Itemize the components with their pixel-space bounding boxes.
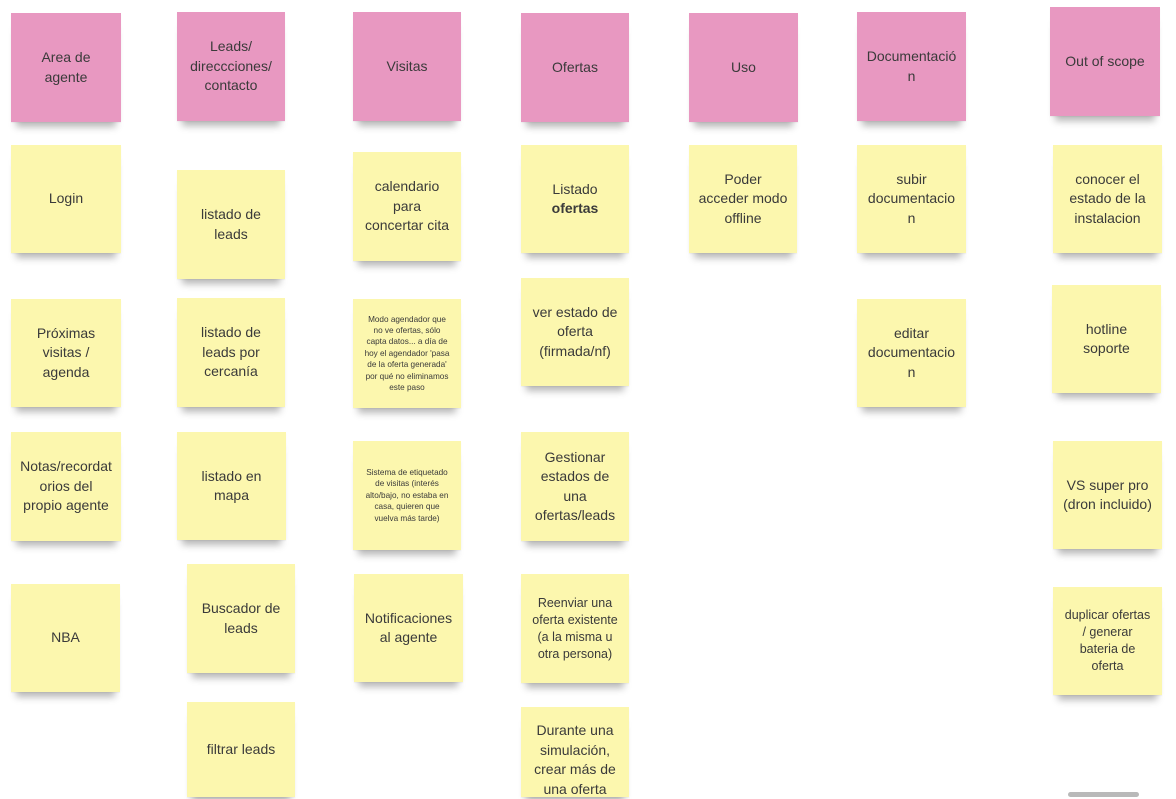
sticky-note-listado-leads-cercania[interactable]: listado de leads por cercanía	[177, 298, 285, 407]
sticky-note-listado-mapa[interactable]: listado en mapa	[177, 432, 286, 540]
sticky-note-listado-ofertas[interactable]: Listado ofertas	[521, 145, 629, 253]
sticky-note-notas-recordatorios[interactable]: Notas/recordatorios del propio agente	[11, 432, 121, 541]
note-text: listado de leads por cercanía	[201, 324, 261, 380]
header-note-visitas[interactable]: Visitas	[353, 12, 461, 121]
sticky-note-nba[interactable]: NBA	[11, 584, 120, 692]
sticky-note-proximas-visitas[interactable]: Próximas visitas / agenda	[11, 299, 121, 407]
sticky-note-durante-simulacion[interactable]: Durante una simulación, crear más de una…	[521, 707, 629, 797]
sticky-note-duplicar-ofertas[interactable]: duplicar ofertas / generar bateria de of…	[1053, 587, 1162, 695]
note-text: duplicar ofertas / generar bateria de of…	[1064, 608, 1151, 673]
sticky-note-notificaciones[interactable]: Notificaciones al agente	[354, 574, 463, 682]
note-text: Durante una simulación, crear más de una…	[534, 722, 616, 797]
header-note-out-of-scope[interactable]: Out of scope	[1050, 7, 1160, 116]
sticky-note-sistema-etiquetado[interactable]: Sistema de etiquetado de visitas (interé…	[353, 441, 461, 550]
sticky-note-calendario[interactable]: calendario para concertar cita	[353, 152, 461, 261]
note-text: ver estado de oferta (firmada/nf)	[532, 303, 618, 359]
note-text: Ofertas	[552, 58, 598, 75]
note-text: Leads/ direccciones/ contacto	[190, 38, 272, 94]
sticky-note-listado-leads[interactable]: listado de leads	[177, 170, 285, 279]
sticky-note-editar-documentacion[interactable]: editar documentacion	[857, 299, 966, 407]
note-text: Próximas visitas / agenda	[36, 324, 96, 380]
note-text: VS super pro (dron incluido)	[1063, 476, 1152, 513]
note-text: hotline soporte	[1083, 320, 1130, 357]
header-note-ofertas[interactable]: Ofertas	[521, 13, 629, 122]
note-text: Modo agendador que no ve ofertas, sólo c…	[364, 314, 450, 393]
header-note-documentacion[interactable]: Documentación	[857, 12, 966, 121]
sticky-note-buscador-leads[interactable]: Buscador de leads	[187, 564, 295, 673]
sticky-note-ver-estado-oferta[interactable]: ver estado de oferta (firmada/nf)	[521, 278, 629, 386]
note-text: Documentación	[866, 48, 957, 84]
note-text: conocer el estado de la instalacion	[1069, 170, 1146, 226]
note-text-prefix: Listado	[552, 180, 598, 197]
note-text: listado de leads	[201, 206, 261, 242]
note-text: NBA	[51, 629, 80, 646]
note-text: Out of scope	[1065, 52, 1145, 69]
note-text: Uso	[731, 58, 756, 75]
header-note-area-agente[interactable]: Area de agente	[11, 13, 121, 122]
sticky-note-modo-offline[interactable]: Poder acceder modo offline	[689, 145, 797, 253]
sticky-note-reenviar-oferta[interactable]: Reenviar una oferta existente (a la mism…	[521, 574, 629, 683]
sticky-note-hotline-soporte[interactable]: hotline soporte	[1052, 285, 1161, 393]
note-text: Area de agente	[41, 49, 91, 85]
sticky-note-modo-agendador[interactable]: Modo agendador que no ve ofertas, sólo c…	[353, 299, 461, 408]
sticky-note-vs-super-pro[interactable]: VS super pro (dron incluido)	[1053, 441, 1162, 549]
note-text: Notas/recordatorios del propio agente	[20, 458, 112, 514]
note-text: filtrar leads	[206, 740, 276, 757]
sticky-note-estado-instalacion[interactable]: conocer el estado de la instalacion	[1053, 145, 1162, 253]
note-text-bold: ofertas	[551, 200, 599, 216]
note-text: Listado ofertas	[552, 180, 599, 219]
note-text: calendario para concertar cita	[364, 178, 450, 234]
sticky-note-filtrar-leads[interactable]: filtrar leads	[187, 702, 295, 797]
sticky-note-subir-documentacion[interactable]: subir documentacion	[857, 145, 966, 253]
note-text: listado en mapa	[201, 467, 262, 504]
note-text: Sistema de etiquetado de visitas (interé…	[365, 467, 449, 523]
note-text: editar documentacion	[867, 324, 956, 380]
header-note-leads[interactable]: Leads/ direccciones/ contacto	[177, 12, 285, 121]
note-text: Notificaciones al agente	[364, 609, 453, 646]
sticky-note-gestionar-estados[interactable]: Gestionar estados de una ofertas/leads	[521, 432, 629, 541]
note-text: Reenviar una oferta existente (a la mism…	[532, 595, 618, 661]
note-text: Poder acceder modo offline	[698, 170, 788, 226]
horizontal-scrollbar[interactable]	[1068, 792, 1139, 797]
header-note-uso[interactable]: Uso	[689, 13, 798, 122]
note-text: subir documentacion	[867, 170, 956, 226]
note-text: Login	[48, 190, 84, 207]
note-text: Gestionar estados de una ofertas/leads	[534, 448, 616, 524]
sticky-note-login[interactable]: Login	[11, 145, 121, 253]
note-text: Visitas	[386, 57, 428, 74]
note-text: Buscador de leads	[201, 600, 281, 636]
